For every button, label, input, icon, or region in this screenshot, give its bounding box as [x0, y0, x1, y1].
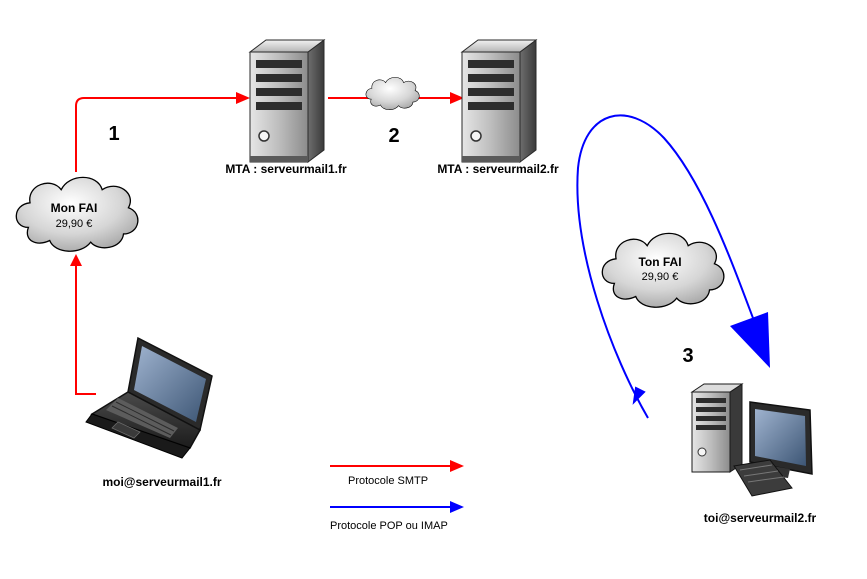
- pop-imap-flow: [576, 114, 770, 419]
- step-number-1: 1: [108, 123, 119, 145]
- legend-pop-imap-label: Protocole POP ou IMAP: [330, 520, 448, 532]
- legend-smtp: Protocole SMTP: [330, 460, 464, 487]
- recipient-label: toi@serveurmail2.fr: [704, 511, 817, 525]
- smtp-path-isp-to-mta1: [75, 97, 238, 172]
- legend: Protocole SMTP Protocole POP ou IMAP: [330, 460, 464, 532]
- smtp-arrowhead-right-mta2: [450, 92, 464, 104]
- isp-sender-name: Mon FAI: [51, 201, 98, 215]
- pop-imap-loop: [576, 114, 757, 419]
- legend-smtp-label: Protocole SMTP: [348, 475, 428, 487]
- isp-recipient-price: 29,90 €: [642, 271, 679, 283]
- internet-cloud-icon: [365, 76, 420, 110]
- mta2-label: MTA : serveurmail2.fr: [437, 162, 559, 176]
- mta1-server-tower-icon: [249, 39, 325, 163]
- legend-smtp-arrowhead: [450, 460, 464, 472]
- pop-imap-large-arrowhead: [730, 312, 770, 368]
- isp-recipient-name: Ton FAI: [638, 255, 681, 269]
- sender-label: moi@serveurmail1.fr: [102, 475, 221, 489]
- isp-sender-price: 29,90 €: [56, 218, 93, 230]
- smtp-arrowhead-up: [70, 254, 82, 266]
- step-number-2: 2: [388, 125, 399, 147]
- sender-laptop-icon: [85, 336, 213, 459]
- step-number-3: 3: [682, 345, 693, 367]
- mta2-server-tower-icon: [461, 39, 537, 163]
- smtp-path-laptop-to-isp: [75, 264, 96, 395]
- pop-imap-small-arrowhead: [632, 386, 646, 405]
- legend-pop-imap-arrowhead: [450, 501, 464, 513]
- legend-pop-imap: Protocole POP ou IMAP: [330, 501, 464, 532]
- smtp-arrowhead-right-mta1: [236, 92, 250, 104]
- mta1-label: MTA : serveurmail1.fr: [225, 162, 347, 176]
- recipient-desktop-computer-icon: [690, 383, 813, 497]
